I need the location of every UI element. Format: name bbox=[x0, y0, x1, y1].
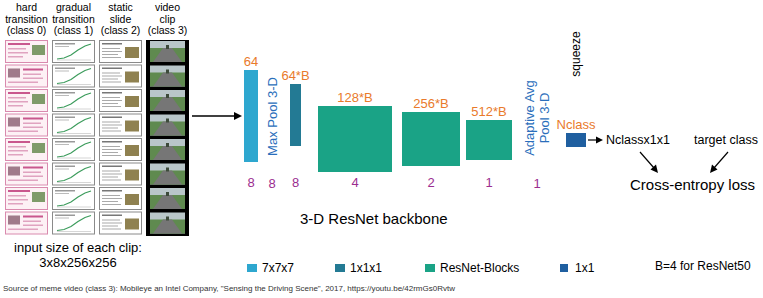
legend-text: 1x1x1 bbox=[350, 261, 382, 275]
channel-count: Nclass bbox=[556, 118, 595, 132]
clip-strip: video clip (class 3) bbox=[146, 2, 189, 236]
layer-label: Adaptive Avg Pool 3-D bbox=[522, 78, 552, 158]
column-heading: video clip (class 3) bbox=[146, 2, 189, 37]
channel-count: 64 bbox=[244, 55, 258, 69]
temporal-size: 1 bbox=[485, 176, 492, 190]
column-heading: hard transition (class 0) bbox=[5, 2, 48, 37]
connector-line bbox=[192, 115, 236, 117]
legend-swatch bbox=[560, 264, 568, 272]
channel-count: 64*B bbox=[281, 69, 309, 83]
target-label: target class bbox=[694, 133, 758, 147]
clip-strip: static slide (class 2) bbox=[99, 2, 142, 236]
operation-label: squeeze bbox=[569, 31, 583, 76]
source-note: Source of meme video (class 3): Mobileye… bbox=[3, 284, 455, 293]
fc-block: Nclass bbox=[566, 133, 586, 147]
temporal-size: 8 bbox=[268, 176, 275, 191]
layer-label: Max Pool 3-D bbox=[265, 77, 280, 156]
legend-text: 7x7x7 bbox=[262, 261, 294, 275]
output-shape: Nclassx1x1 bbox=[606, 133, 670, 147]
channel-count: 512*B bbox=[471, 105, 506, 119]
conv-block: 64*B8 bbox=[290, 84, 301, 146]
resnet-block: 512*B1 bbox=[466, 120, 512, 160]
resnet-block: 128*B4 bbox=[318, 106, 392, 172]
note: B=4 for ResNet50 bbox=[655, 259, 751, 273]
clip-strip: hard transition (class 0) bbox=[5, 2, 48, 236]
legend-swatch bbox=[335, 264, 345, 272]
column-heading: gradual transition (class 1) bbox=[52, 2, 95, 37]
connector-arrow bbox=[192, 112, 242, 120]
channel-count: 128*B bbox=[337, 91, 372, 105]
legend-text: 1x1 bbox=[575, 261, 594, 275]
backbone-caption: 3-D ResNet backbone bbox=[300, 210, 448, 227]
temporal-size: 2 bbox=[427, 176, 434, 190]
legend-swatch bbox=[425, 264, 435, 272]
arrow-head bbox=[234, 112, 242, 120]
conv-block: 648 bbox=[244, 70, 258, 162]
temporal-size: 1 bbox=[533, 176, 540, 191]
legend-text: ResNet-Blocks bbox=[440, 261, 519, 275]
resnet-block: 256*B2 bbox=[402, 112, 460, 166]
temporal-size: 8 bbox=[292, 176, 299, 190]
temporal-size: 8 bbox=[247, 176, 254, 190]
input-size-note: input size of each clip: 3x8x256x256 bbox=[2, 240, 154, 270]
loss-label: Cross-entropy loss bbox=[630, 176, 755, 193]
clip-strip: gradual transition (class 1) bbox=[52, 2, 95, 236]
temporal-size: 4 bbox=[351, 176, 358, 190]
channel-count: 256*B bbox=[413, 97, 448, 111]
legend-swatch bbox=[247, 264, 257, 272]
column-heading: static slide (class 2) bbox=[99, 2, 142, 37]
